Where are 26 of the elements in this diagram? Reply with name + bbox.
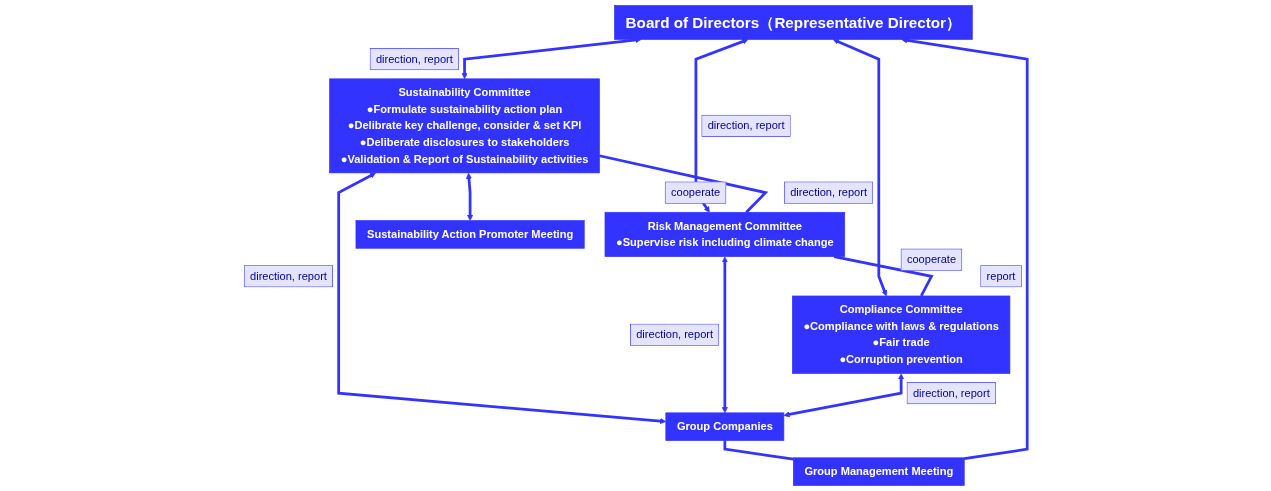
arrow	[721, 256, 728, 414]
arrow	[694, 38, 749, 213]
edge-label: direction, report	[250, 270, 327, 282]
edge-label: cooperate	[670, 186, 721, 199]
arrow	[337, 172, 667, 425]
edge-label: direction, report	[707, 119, 785, 132]
arrow	[465, 172, 474, 221]
node-box: Sustainability Committee ●Formulate sustainability action plan ●Delibrate key challenge, consider & set KPI ●Deliberate disclosures to stakeholders ●Validation & Report of Sustainability activities	[329, 78, 600, 174]
edge-label: direction, report	[912, 386, 990, 399]
edge-label: cooperate	[906, 253, 957, 266]
node-box: Group Management Meeting	[793, 457, 965, 486]
node-box: Risk Management Committee ●Supervise risk including climate change	[604, 211, 846, 257]
edge-label: direction, report	[790, 186, 868, 199]
edge-label: report	[986, 270, 1016, 282]
edge-label: direction, report	[636, 328, 714, 341]
node-box: Board of Directors（Representative Director）	[614, 5, 973, 40]
connector	[833, 255, 934, 297]
connector	[723, 440, 794, 461]
node-box: Compliance Committee ●Compliance with laws & regulations ●Fair trade ●Corruption prevention	[792, 295, 1011, 374]
connector	[599, 154, 769, 214]
arrow	[783, 373, 905, 418]
node-box: Sustainability Action Promoter Meeting	[355, 220, 585, 249]
edge-label: direction, report	[375, 52, 453, 65]
node-box: Group Companies	[665, 412, 785, 441]
arrow	[461, 37, 642, 80]
arrow	[832, 38, 888, 297]
